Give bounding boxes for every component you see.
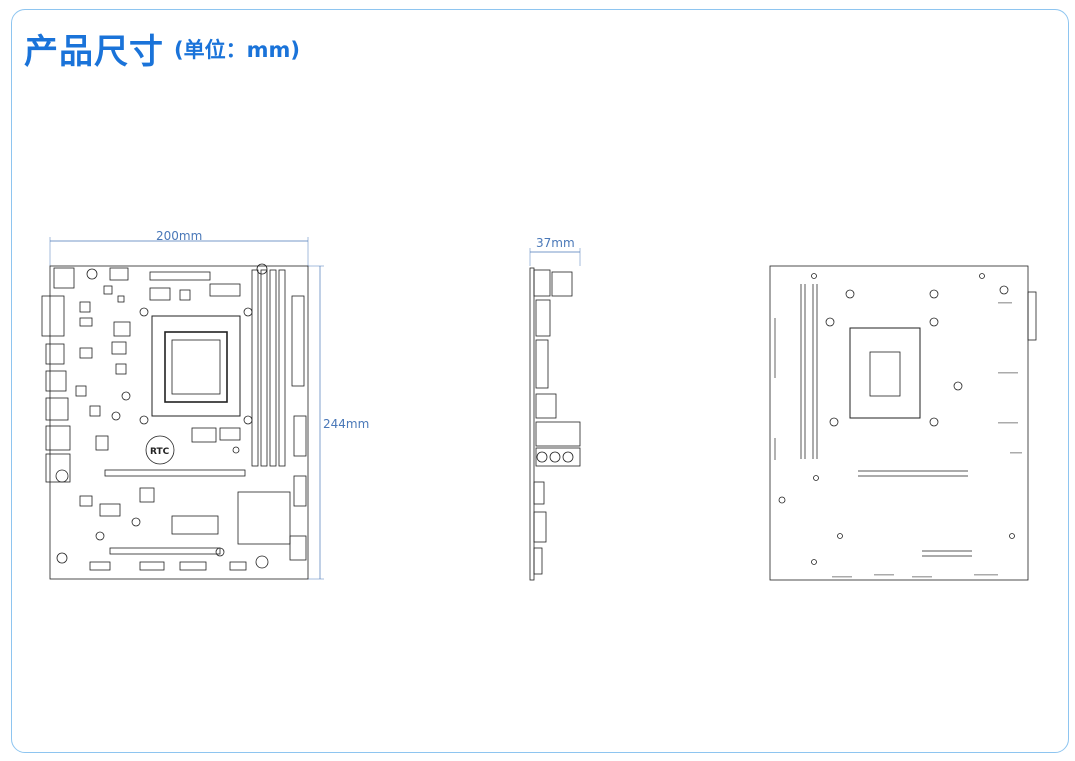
side-depth-label: 37mm xyxy=(536,236,575,250)
front-view-drawing: RTC xyxy=(41,237,324,580)
front-height-label: 244mm xyxy=(323,417,370,431)
rtc-label: RTC xyxy=(150,447,170,457)
content-frame xyxy=(11,9,1069,753)
front-width-label: 200mm xyxy=(156,229,203,243)
title-unit: (单位：mm) xyxy=(174,37,300,62)
back-view-drawing xyxy=(769,265,1037,581)
title-text: 产品尺寸 xyxy=(24,32,164,72)
page-title: 产品尺寸 (单位：mm) xyxy=(24,24,300,73)
side-view-drawing xyxy=(529,248,581,581)
